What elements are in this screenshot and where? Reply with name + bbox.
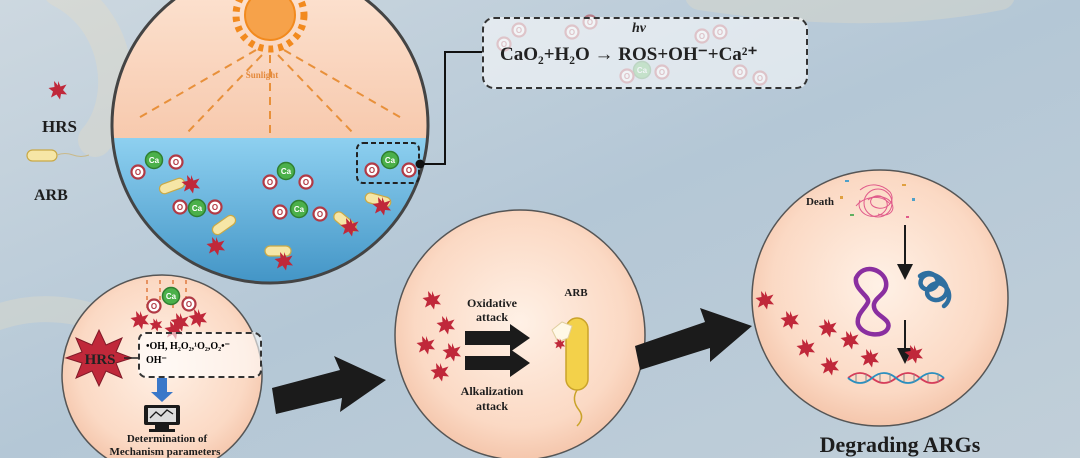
alkalization-label-2: attack bbox=[476, 399, 508, 413]
hv-label: hv bbox=[632, 21, 646, 36]
alkalization-label-1: Alkalization bbox=[461, 384, 524, 398]
sunlight-label: Sunlight bbox=[246, 70, 279, 80]
dna-tangle-icon bbox=[855, 184, 894, 218]
arb-bacterium-icon bbox=[551, 317, 589, 427]
oxidative-label-1: Oxidative bbox=[467, 296, 518, 310]
degrading-circle: Death bbox=[751, 169, 1009, 427]
attack-circle: Oxidative attack Alkalization attack ARB bbox=[394, 209, 646, 458]
degraded-helix-icon bbox=[847, 372, 945, 384]
dna-coil-icon bbox=[917, 270, 952, 309]
determination-label-2: Mechanism parameters bbox=[110, 446, 222, 458]
determination-label-1: Determination of bbox=[127, 433, 208, 445]
arb-legend-icon bbox=[26, 149, 90, 162]
reactive-species-box: •OH, H₂O₂,¹O₂,O₂•⁻ OH⁻ bbox=[138, 332, 262, 378]
flow-arrow-2 bbox=[635, 308, 752, 370]
sunlight-water-circle: Sunlight bbox=[110, 0, 430, 285]
oxidative-label-2: attack bbox=[476, 310, 508, 324]
hrs-burst-icon bbox=[64, 328, 134, 388]
plasmid-icon bbox=[853, 266, 891, 337]
degrading-args-title: Degrading ARGs bbox=[820, 432, 981, 457]
reactive-species-line-2: OH⁻ bbox=[146, 355, 167, 366]
death-label: Death bbox=[806, 196, 834, 208]
attack-arrows bbox=[465, 324, 530, 377]
reaction-equation: CaO₂+H₂O → ROS+OH⁻+Ca²⁺ bbox=[500, 44, 758, 65]
sun-rays bbox=[134, 49, 406, 136]
blue-down-arrow bbox=[151, 378, 173, 402]
arb-legend-label: ARB bbox=[34, 187, 68, 204]
reactive-species-line-1: •OH, H₂O₂,¹O₂,O₂•⁻ bbox=[146, 341, 230, 352]
hrs-burst-label: HRS bbox=[85, 352, 116, 368]
arb-middle-label: ARB bbox=[564, 287, 588, 299]
equation-connector bbox=[415, 51, 482, 169]
debris-dots bbox=[840, 180, 915, 218]
computer-icon bbox=[144, 405, 180, 432]
sun-icon bbox=[232, 0, 308, 53]
hrs-legend-label: HRS bbox=[42, 117, 77, 136]
reaction-equation-box: hv CaO₂+H₂O → ROS+OH⁻+Ca²⁺ bbox=[482, 17, 808, 89]
flow-arrow-1 bbox=[272, 356, 386, 414]
